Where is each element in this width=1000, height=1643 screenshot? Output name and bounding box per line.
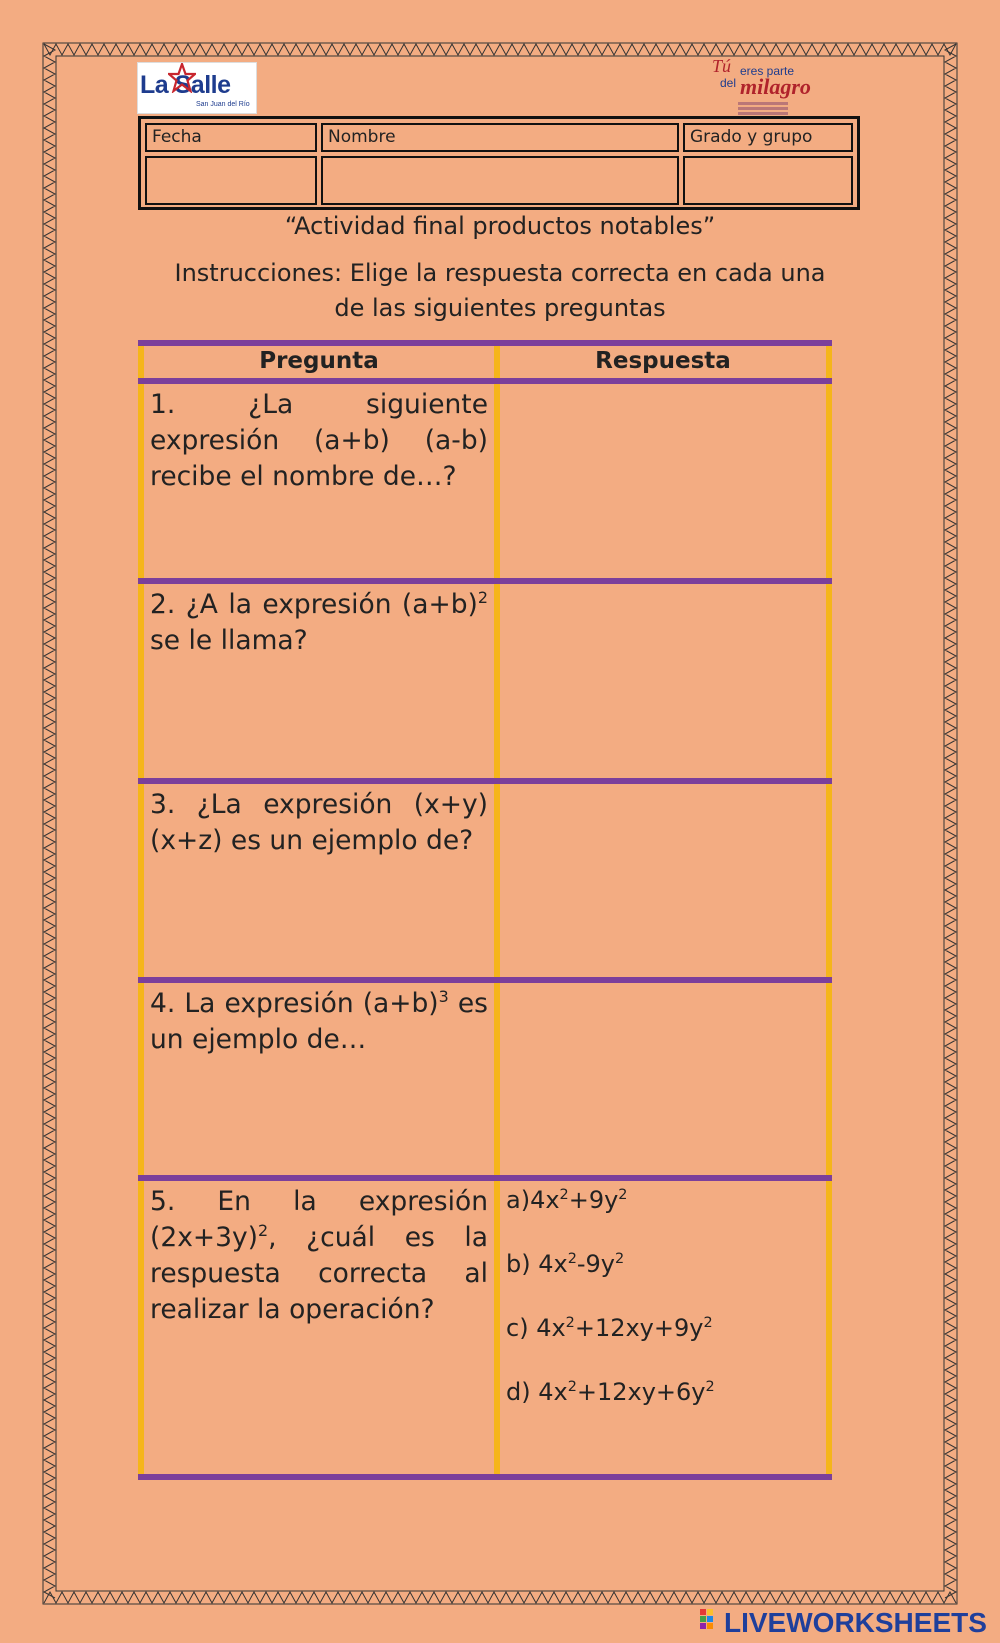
option-c-part-1: c) 4x <box>506 1314 566 1342</box>
question-2-text-b: se le llama? <box>150 625 308 656</box>
option-a[interactable]: a)4x2+9y2 <box>506 1186 627 1214</box>
question-3: 3. ¿La expresión (x+y)(x+z) es un ejempl… <box>150 787 488 859</box>
instructions-line-2: de las siguientes preguntas <box>334 294 666 322</box>
answer-4-cell[interactable] <box>500 983 826 1175</box>
row-3-bottom-rule <box>138 977 832 983</box>
option-d-part-2: +12xy+6y <box>576 1378 706 1406</box>
la-salle-logo-text: La Salle <box>140 71 231 99</box>
fecha-header-cell: Fecha <box>145 123 317 152</box>
table-top-rule <box>138 340 832 346</box>
slogan-logo: Tú eres parte del milagro <box>712 56 812 116</box>
table-bottom-rule <box>138 1474 832 1480</box>
fecha-field[interactable] <box>145 156 317 205</box>
instructions-line-1: Instrucciones: Elige la respuesta correc… <box>174 259 826 287</box>
grado-label: Grado y grupo <box>690 127 813 147</box>
question-5-exponent: 2 <box>257 1221 269 1241</box>
grado-header-cell: Grado y grupo <box>683 123 853 152</box>
row-1-bottom-rule <box>138 578 832 584</box>
pregunta-column-header: Pregunta <box>259 348 379 374</box>
slogan-eres-parte: eres parte <box>740 64 795 78</box>
question-2-exponent: 2 <box>477 588 488 608</box>
table-left-rule <box>138 340 144 1480</box>
table-right-rule <box>826 340 832 1480</box>
nombre-field[interactable] <box>321 156 679 205</box>
option-c-part-2: +12xy+9y <box>574 1314 704 1342</box>
option-d[interactable]: d) 4x2+12xy+6y2 <box>506 1378 715 1406</box>
question-4-text-a: 4. La expresión (a+b) <box>150 988 439 1019</box>
question-1: 1. ¿La siguiente expresión (a+b) (a-b) r… <box>150 387 488 495</box>
header-bottom-rule <box>138 378 832 384</box>
question-4: 4. La expresión (a+b)3 es un ejemplo de… <box>150 986 488 1058</box>
question-1-text: 1. ¿La siguiente expresión (a+b) (a-b) r… <box>150 389 488 492</box>
option-c-exp-2: 2 <box>703 1315 713 1331</box>
option-d-part-1: d) 4x <box>506 1378 568 1406</box>
row-4-bottom-rule <box>138 1175 832 1181</box>
row-2-bottom-rule <box>138 778 832 784</box>
question-5: 5. En la expresión (2x+3y)2, ¿cuál es la… <box>150 1184 488 1328</box>
question-4-text-b: es un ejemplo de… <box>150 988 488 1055</box>
question-table: Pregunta Respuesta 1. ¿La siguiente expr… <box>138 340 832 1480</box>
answer-3-cell[interactable] <box>500 784 826 977</box>
option-b[interactable]: b) 4x2-9y2 <box>506 1250 624 1278</box>
liveworksheets-logo-icon <box>700 1609 713 1629</box>
option-a-exp-1: 2 <box>559 1187 569 1203</box>
question-2-text-a: 2. ¿A la expresión (a+b) <box>150 589 478 620</box>
star-icon <box>168 63 196 93</box>
question-5-text-a: 5. En la expresión (2x+3y) <box>150 1186 488 1253</box>
option-c[interactable]: c) 4x2+12xy+9y2 <box>506 1314 713 1342</box>
option-b-part-2: -9y <box>576 1250 615 1278</box>
answer-1-cell[interactable] <box>500 384 826 578</box>
nombre-header-cell: Nombre <box>321 123 679 152</box>
option-a-exp-2: 2 <box>618 1187 628 1203</box>
option-c-exp-1: 2 <box>565 1315 575 1331</box>
option-b-exp-2: 2 <box>615 1251 625 1267</box>
nombre-label: Nombre <box>328 127 396 147</box>
question-3-text: 3. ¿La expresión (x+y)(x+z) es un ejempl… <box>150 789 488 856</box>
option-d-exp-2: 2 <box>705 1379 715 1395</box>
slogan-fine-print-1 <box>738 102 788 105</box>
fecha-label: Fecha <box>152 127 202 147</box>
option-a-part-2: +9y <box>568 1186 619 1214</box>
worksheet-title: “Actividad final productos notables” <box>284 212 716 240</box>
option-b-exp-1: 2 <box>567 1251 577 1267</box>
slogan-fine-print-2 <box>738 107 788 110</box>
question-4-exponent: 3 <box>438 987 449 1007</box>
slogan-fine-print-3 <box>738 112 788 115</box>
la-salle-logo-subtitle: San Juan del Río <box>196 101 250 108</box>
grado-field[interactable] <box>683 156 853 205</box>
option-d-exp-1: 2 <box>567 1379 577 1395</box>
table-middle-rule <box>494 340 500 1480</box>
student-info-table: Fecha Nombre Grado y grupo <box>138 116 860 210</box>
slogan-del: del <box>720 76 737 90</box>
liveworksheets-brand-text: LIVEWORKSHEETS <box>724 1607 987 1638</box>
question-5-text-b: , ¿cuál es la respuesta correcta al real… <box>150 1222 488 1325</box>
option-a-part-1: a)4x <box>506 1186 560 1214</box>
answer-2-cell[interactable] <box>500 584 826 778</box>
slogan-tu: Tú <box>712 56 732 76</box>
question-2: 2. ¿A la expresión (a+b)2 se le llama? <box>150 587 488 659</box>
la-salle-logo: La Salle San Juan del Río <box>137 62 257 114</box>
slogan-milagro: milagro <box>740 74 811 99</box>
respuesta-column-header: Respuesta <box>595 348 731 374</box>
option-b-part-1: b) 4x <box>506 1250 568 1278</box>
